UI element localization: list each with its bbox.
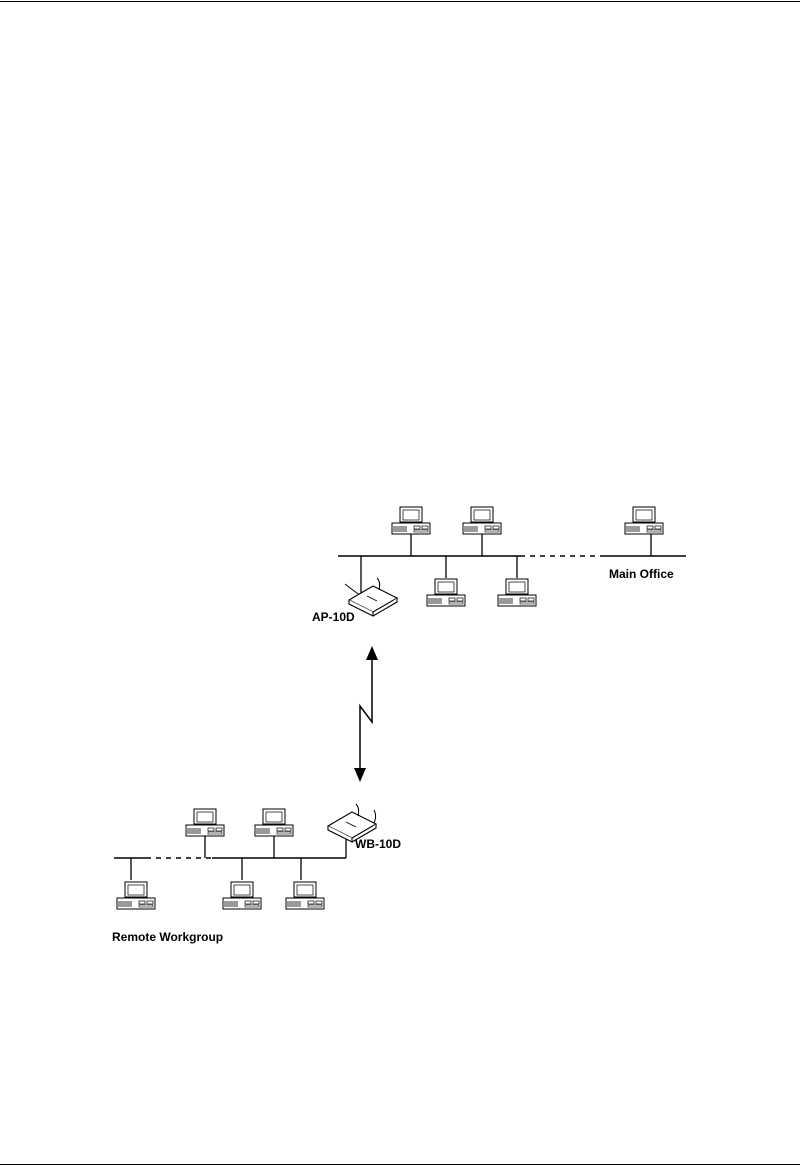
remote-workgroup-label: Remote Workgroup — [112, 930, 223, 944]
computer-icon — [463, 507, 501, 534]
footer-rule — [0, 1164, 800, 1165]
computer-icon — [223, 882, 261, 909]
computer-icon — [255, 809, 293, 836]
computer-icon — [427, 579, 465, 606]
computer-icon — [286, 882, 324, 909]
main-office-lan — [338, 507, 686, 616]
wireless-device-icon — [349, 578, 397, 616]
wireless-link-icon — [354, 646, 378, 782]
remote-workgroup-lan — [114, 804, 376, 909]
computer-icon — [117, 882, 155, 909]
computer-icon — [186, 809, 224, 836]
ap-10d-label: AP-10D — [312, 610, 355, 624]
wb-10d-label: WB-10D — [355, 837, 401, 851]
computer-icon — [392, 507, 430, 534]
computer-icon — [625, 507, 663, 534]
main-office-label: Main Office — [609, 567, 674, 581]
computer-icon — [498, 579, 536, 606]
